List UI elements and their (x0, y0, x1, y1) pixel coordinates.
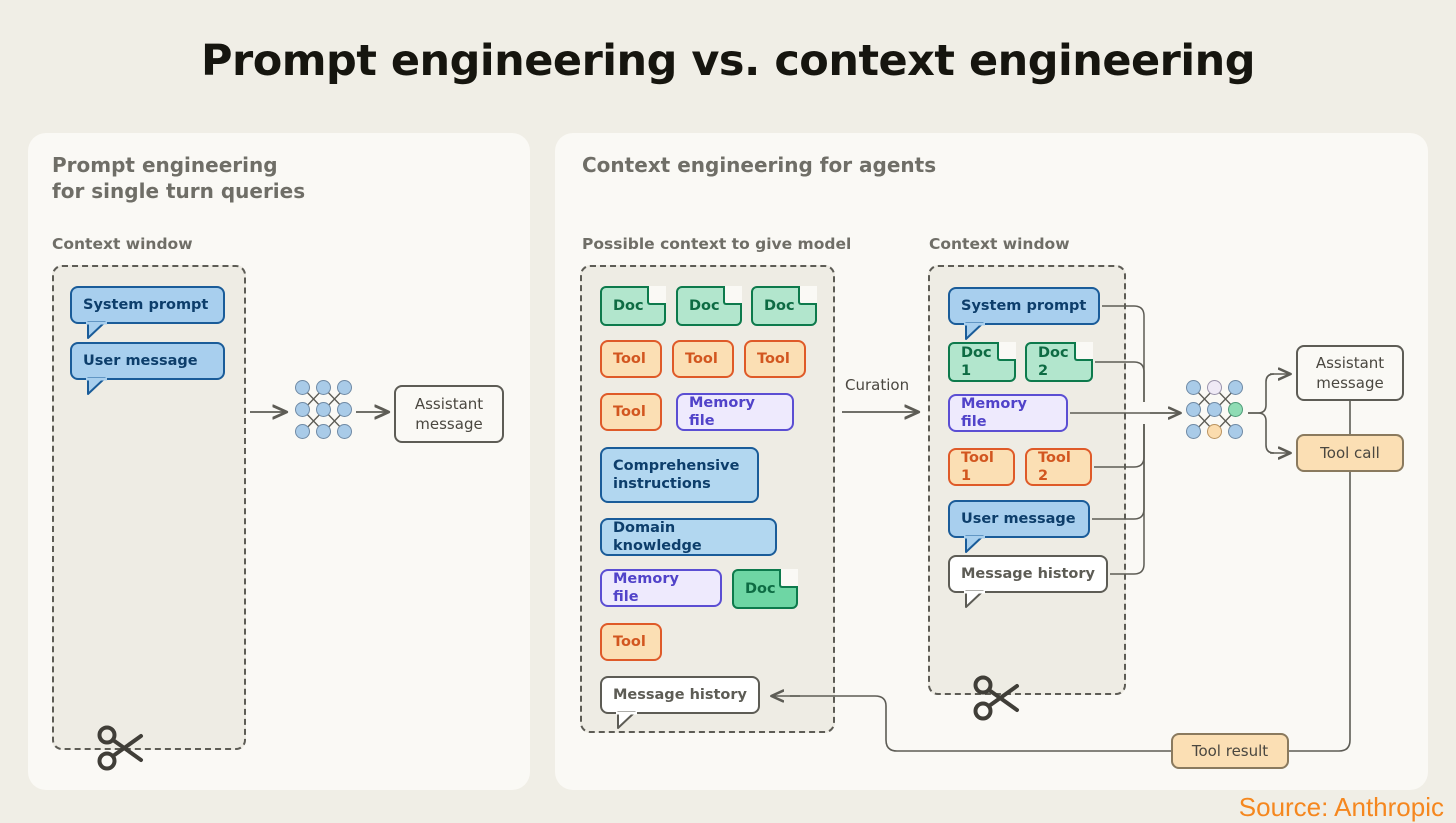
chip-system-prompt[interactable]: System prompt (70, 286, 225, 324)
chip-message-history[interactable]: Message history (600, 676, 760, 714)
chip-label: Tool (613, 351, 646, 367)
nn-node (1207, 424, 1222, 439)
chip-tool-2[interactable]: Tool 2 (1025, 448, 1092, 486)
curation-label: Curation (845, 376, 910, 394)
chip-label: User message (83, 353, 198, 369)
chip-label: Memory file (689, 395, 755, 429)
chip-label: Tool 1 (961, 450, 994, 484)
chip-user-message[interactable]: User message (70, 342, 225, 380)
chip-doc[interactable]: Doc (751, 286, 817, 326)
page-title: Prompt engineering vs. context engineeri… (200, 36, 1256, 86)
nn-node (337, 380, 352, 395)
assistant-message-box-right[interactable]: Assistant message (1296, 345, 1404, 401)
chip-label: Tool (613, 404, 646, 420)
tool-call-box[interactable]: Tool call (1296, 434, 1404, 472)
chip-system-prompt[interactable]: System prompt (948, 287, 1100, 325)
assistant-message-box-left[interactable]: Assistant message (394, 385, 504, 443)
chip-label: Doc 2 (1038, 345, 1069, 379)
tool-result-box[interactable]: Tool result (1171, 733, 1289, 769)
chip-label: Doc (745, 581, 776, 597)
chip-doc[interactable]: Doc (600, 286, 666, 326)
assistant-message-label: Assistant message (1315, 354, 1385, 392)
chip-doc-1[interactable]: Doc 1 (948, 342, 1016, 382)
nn-node (1207, 402, 1222, 417)
chip-tool-1[interactable]: Tool 1 (948, 448, 1015, 486)
nn-node (316, 402, 331, 417)
chip-doc-2[interactable]: Doc 2 (1025, 342, 1093, 382)
chip-label: Domain knowledge (613, 520, 702, 554)
chip-label: System prompt (961, 298, 1087, 314)
chip-label: Memory file (961, 396, 1027, 430)
chip-label: Doc (689, 298, 720, 314)
chip-label: Message history (613, 687, 747, 703)
nn-node (1186, 424, 1201, 439)
chip-label: Memory file (613, 571, 679, 605)
chip-label: User message (961, 511, 1076, 527)
chip-message-history[interactable]: Message history (948, 555, 1108, 593)
possible-context-label: Possible context to give model (582, 235, 852, 253)
nn-node (316, 424, 331, 439)
nn-node (295, 424, 310, 439)
nn-node (1228, 380, 1243, 395)
chip-label: Tool (757, 351, 790, 367)
chip-label: Tool (685, 351, 718, 367)
chip-doc[interactable]: Doc (676, 286, 742, 326)
chip-memory-file[interactable]: Memory file (676, 393, 794, 431)
nn-node (316, 380, 331, 395)
chip-tool[interactable]: Tool (600, 623, 662, 661)
nn-node (295, 380, 310, 395)
nn-node (337, 402, 352, 417)
nn-node (1186, 380, 1201, 395)
right-panel-heading: Context engineering for agents (582, 153, 937, 177)
nn-node (1228, 424, 1243, 439)
chip-comprehensive-instructions[interactable]: Comprehensive instructions (600, 447, 759, 503)
chip-doc[interactable]: Doc (732, 569, 798, 609)
chip-tool[interactable]: Tool (744, 340, 806, 378)
right-context-window-label: Context window (929, 235, 1070, 253)
chip-label: Doc (764, 298, 795, 314)
chip-memory-file[interactable]: Memory file (948, 394, 1068, 432)
source-credit: Source: Anthropic (1238, 792, 1444, 822)
tool-result-label: Tool result (1191, 742, 1269, 760)
chip-label: Tool 2 (1038, 450, 1071, 484)
chip-label: Message history (961, 566, 1095, 582)
neural-network-icon-left (295, 380, 353, 440)
neural-network-icon-right (1186, 380, 1244, 440)
left-context-window-box (52, 265, 246, 750)
tool-call-label: Tool call (1320, 444, 1380, 462)
chip-tool[interactable]: Tool (672, 340, 734, 378)
chip-label: Doc 1 (961, 345, 992, 379)
left-context-window-label: Context window (52, 235, 193, 253)
nn-node (1228, 402, 1243, 417)
chip-label: Comprehensive instructions (613, 458, 740, 492)
nn-node (1186, 402, 1201, 417)
chip-domain-knowledge[interactable]: Domain knowledge (600, 518, 777, 556)
chip-label: System prompt (83, 297, 209, 313)
chip-user-message[interactable]: User message (948, 500, 1090, 538)
chip-label: Doc (613, 298, 644, 314)
left-panel-heading: Prompt engineering for single turn queri… (52, 153, 306, 203)
nn-node (295, 402, 310, 417)
chip-tool[interactable]: Tool (600, 340, 662, 378)
chip-label: Tool (613, 634, 646, 650)
chip-memory-file[interactable]: Memory file (600, 569, 722, 607)
nn-node (1207, 380, 1222, 395)
nn-node (337, 424, 352, 439)
chip-tool[interactable]: Tool (600, 393, 662, 431)
assistant-message-label: Assistant message (414, 395, 484, 433)
